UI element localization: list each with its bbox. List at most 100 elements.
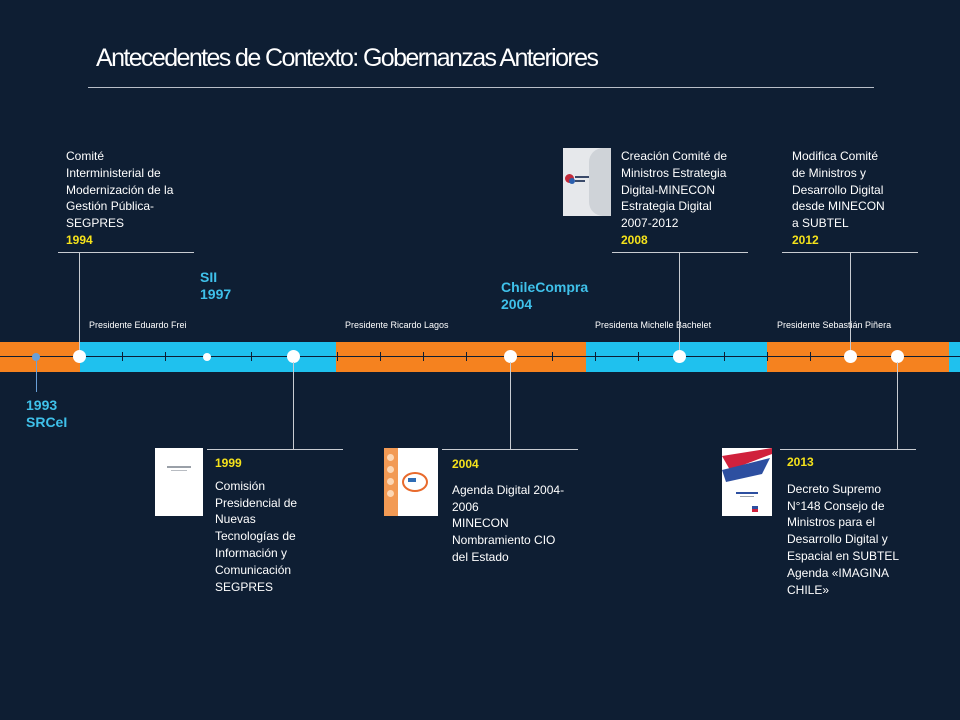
event-line: Interministerial de — [66, 165, 161, 180]
timeline-marker-2013 — [891, 350, 904, 363]
connector-2008-v — [679, 252, 680, 350]
label-sii-year: 1997 — [200, 286, 232, 302]
label-chilecompra: ChileCompra 2004 — [501, 279, 588, 313]
event-line: 2007-2012 — [621, 216, 679, 231]
timeline-tick — [724, 352, 725, 361]
label-srcei-name: SRCeI — [26, 414, 68, 430]
event-line: Digital-MINECON — [621, 182, 716, 197]
event-line: Agenda Digital 2004- — [452, 482, 565, 497]
event-line: Decreto Supremo — [787, 481, 882, 496]
timeline-axis — [0, 356, 960, 357]
timeline-marker-1999 — [287, 350, 300, 363]
label-srcei-year: 1993 — [26, 397, 58, 413]
event-1999: 1999 Comisión Presidencial de Nuevas Tec… — [215, 455, 345, 595]
event-line: de Ministros y — [792, 165, 867, 180]
timeline-marker-1994 — [73, 350, 86, 363]
timeline-tick — [122, 352, 123, 361]
event-year: 1999 — [215, 456, 242, 470]
event-line: Ministros para el — [787, 515, 876, 530]
event-2004: 2004 Agenda Digital 2004- 2006 MINECON N… — [452, 456, 597, 566]
event-year: 2004 — [452, 457, 479, 471]
connector-2012-v — [850, 252, 851, 350]
label-chilecompra-name: ChileCompra — [501, 279, 589, 295]
timeline-tick — [595, 352, 596, 361]
event-year: 2013 — [787, 455, 814, 469]
connector-1999-h — [207, 449, 343, 450]
timeline-marker-1993 — [32, 353, 40, 361]
timeline-tick — [810, 352, 811, 361]
event-line: Estrategia Digital — [621, 199, 712, 214]
timeline-marker-2012 — [844, 350, 857, 363]
event-year: 2008 — [621, 232, 648, 247]
event-line: desde MINECON — [792, 199, 885, 214]
event-line: SEGPRES — [66, 216, 125, 231]
event-line: Modernización de la — [66, 182, 174, 197]
timeline-marker-2004 — [504, 350, 517, 363]
event-line: Nuevas — [215, 512, 256, 527]
connector-2013-v — [897, 362, 898, 450]
title-underline — [88, 87, 874, 88]
event-line: CHILE» — [787, 582, 830, 597]
president-label-frei: Presidente Eduardo Frei — [89, 320, 187, 330]
connector-2004-v — [510, 362, 511, 450]
page-title: Antecedentes de Contexto: Gobernanzas An… — [96, 44, 599, 72]
timeline-tick — [552, 352, 553, 361]
timeline-tick — [466, 352, 467, 361]
president-label-bachelet: Presidenta Michelle Bachelet — [595, 320, 712, 330]
event-2012: Modifica Comité de Ministros y Desarroll… — [792, 148, 932, 249]
event-line: Comisión — [215, 478, 266, 493]
estrategia-digital-cover-icon — [563, 148, 611, 216]
event-line: Ministros Estrategia — [621, 165, 727, 180]
event-2008: Creación Comité de Ministros Estrategia … — [621, 148, 761, 249]
connector-2013-h — [780, 449, 916, 450]
connector-1994-h — [58, 252, 194, 253]
connector-2008-h — [612, 252, 748, 253]
band-post-pinera — [949, 342, 960, 372]
label-sii: SII 1997 — [200, 269, 231, 303]
timeline-tick — [251, 352, 252, 361]
label-sii-name: SII — [200, 269, 218, 285]
event-line: Creación Comité de — [621, 149, 728, 163]
timeline-tick — [638, 352, 639, 361]
event-line: Gestión Pública- — [66, 199, 155, 214]
event-2013: 2013 Decreto Supremo N°148 Consejo de Mi… — [787, 454, 937, 598]
president-label-pinera: Presidente Sebastián Piñera — [777, 320, 892, 330]
event-line: 2006 — [452, 499, 479, 514]
event-line: Información y — [215, 545, 288, 560]
event-line: Modifica Comité — [792, 149, 879, 163]
connector-2004-h — [442, 449, 578, 450]
band-pinera — [767, 342, 949, 372]
event-line: del Estado — [452, 549, 509, 564]
connector-1999-v — [293, 362, 294, 450]
event-line: Espacial en SUBTEL — [787, 548, 900, 563]
agenda-digital-cover-icon — [384, 448, 438, 516]
event-year: 1994 — [66, 232, 93, 247]
event-line: Desarrollo Digital y — [787, 532, 888, 547]
label-srcei: 1993 SRCeI — [26, 397, 67, 431]
timeline-tick — [767, 352, 768, 361]
event-line: Presidencial de — [215, 495, 298, 510]
event-line: Agenda «IMAGINA — [787, 565, 890, 580]
timeline-tick — [380, 352, 381, 361]
event-line: a SUBTEL — [792, 216, 849, 231]
imagina-chile-graphic — [722, 448, 772, 512]
event-line: SEGPRES — [215, 579, 274, 594]
band-lagos — [336, 342, 586, 372]
event-line: Comunicación — [215, 562, 292, 577]
event-line: Nombramiento CIO — [452, 533, 556, 548]
timeline-tick — [165, 352, 166, 361]
event-line: Comité — [66, 149, 105, 163]
event-1994: Comité Interministerial de Modernización… — [66, 148, 206, 249]
connector-1994-v — [79, 252, 80, 350]
event-line: N°148 Consejo de — [787, 498, 885, 513]
timeline-marker-2008 — [673, 350, 686, 363]
band-pre-frei — [0, 342, 80, 372]
label-chilecompra-year: 2004 — [501, 296, 533, 312]
event-year: 2012 — [792, 232, 819, 247]
imagina-chile-cover-icon — [722, 448, 772, 516]
event-line: Tecnologías de — [215, 529, 296, 544]
event-line: Desarrollo Digital — [792, 182, 884, 197]
timeline-tick — [337, 352, 338, 361]
document-cover-icon — [155, 448, 203, 516]
connector-1993-v — [36, 360, 37, 392]
